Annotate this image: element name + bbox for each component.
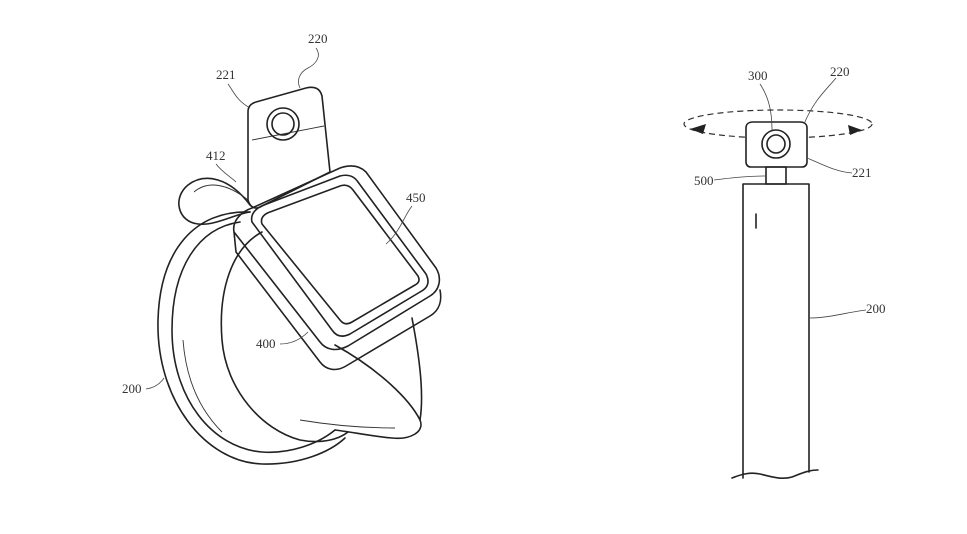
leader-412 — [215, 163, 237, 183]
label-221-front: 221 — [852, 165, 872, 180]
band-right-edge — [411, 317, 423, 421]
camera-lens-inner — [271, 112, 295, 136]
leader-221-front — [806, 157, 853, 174]
label-200: 200 — [122, 381, 142, 396]
strap-loop-412 — [178, 177, 251, 225]
label-221: 221 — [216, 67, 236, 82]
label-412: 412 — [206, 148, 226, 163]
label-300: 300 — [748, 68, 768, 83]
right-figure: 300 220 500 221 200 — [683, 64, 886, 480]
band-front-lower — [334, 344, 422, 440]
display-450 — [260, 184, 420, 325]
band-hatch-1 — [299, 419, 396, 429]
band-break — [731, 469, 819, 480]
band-200-front — [742, 183, 810, 479]
leader-400 — [279, 331, 309, 345]
strap-loop-412-inner — [193, 184, 249, 201]
camera-lens-inner-front — [766, 134, 786, 154]
camera-flap-221 — [247, 86, 331, 209]
label-220-front: 220 — [830, 64, 850, 79]
camera-lens-outer-front — [761, 129, 791, 159]
leader-220-front — [803, 77, 837, 125]
band-outer-edge — [157, 211, 346, 465]
watch-body-side — [233, 231, 442, 371]
watch-bezel — [250, 174, 429, 337]
camera-lens-outer — [266, 107, 300, 141]
leader-200 — [145, 377, 165, 390]
rotation-path — [683, 109, 873, 139]
leader-221 — [227, 83, 251, 109]
label-500: 500 — [694, 173, 714, 188]
label-220: 220 — [308, 31, 328, 46]
leader-220 — [298, 47, 319, 89]
watch-body-400 — [232, 165, 441, 351]
camera-head-220 — [745, 121, 808, 168]
label-200-front: 200 — [866, 301, 886, 316]
label-450: 450 — [406, 190, 426, 205]
rotation-arrow-left — [690, 124, 706, 134]
band-inner-surface — [220, 231, 349, 443]
label-400: 400 — [256, 336, 276, 351]
leader-200-front — [808, 309, 867, 319]
hinge-500 — [765, 166, 787, 185]
left-figure: 220 221 412 450 400 200 — [122, 31, 442, 465]
leader-300 — [759, 83, 773, 131]
leader-500 — [713, 175, 767, 181]
band-inner-edge — [171, 221, 336, 454]
leader-450 — [385, 205, 413, 245]
band-hatch-2 — [182, 339, 223, 433]
rotation-arrow-right — [848, 125, 862, 135]
